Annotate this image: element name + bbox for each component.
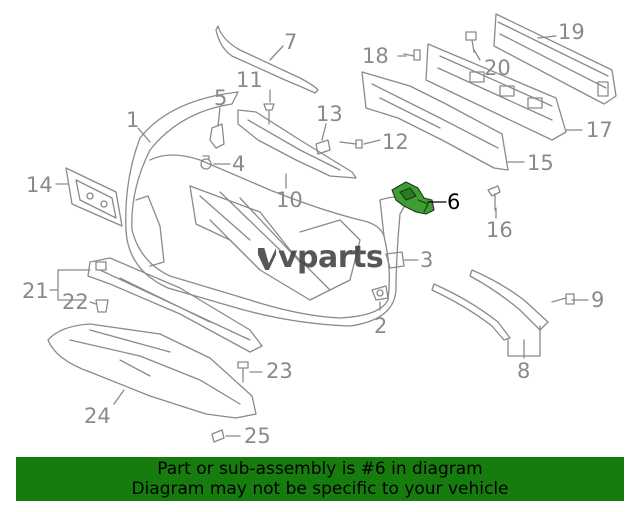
part-20-bolt — [465, 31, 477, 53]
part-23-bolt — [237, 361, 249, 383]
callout-11: 11 — [236, 68, 263, 92]
vparts-logo: vparts — [258, 240, 384, 275]
part-10-bracket — [237, 109, 357, 179]
part-11-pin — [263, 103, 275, 125]
part-1-bumper-cover — [125, 91, 409, 327]
part-2-clip — [371, 285, 389, 301]
callout-19: 19 — [558, 20, 585, 44]
callout-24: 24 — [84, 404, 111, 428]
callout-2: 2 — [374, 314, 388, 338]
part-24-undercover — [47, 323, 257, 419]
part-5-bracket — [209, 123, 225, 149]
callout-6[interactable]: 6 — [447, 190, 461, 214]
callout-3: 3 — [420, 248, 434, 272]
callout-5: 5 — [214, 86, 228, 110]
part-22-clip — [95, 299, 109, 313]
callout-15: 15 — [527, 151, 554, 175]
part-19-reinforcement — [493, 13, 617, 105]
callout-23: 23 — [266, 359, 293, 383]
part-7-molding — [215, 25, 319, 94]
callout-8: 8 — [517, 359, 531, 383]
callout-13: 13 — [316, 102, 343, 126]
notice-banner: Part or sub-assembly is #6 in diagram Di… — [16, 457, 624, 501]
part-8-moldings — [431, 269, 549, 341]
part-3-clip — [385, 251, 405, 269]
callout-17: 17 — [586, 118, 613, 142]
callout-4: 4 — [232, 152, 246, 176]
part-25-fastener — [211, 429, 225, 443]
part-16-pin — [487, 185, 501, 211]
callout-12: 12 — [382, 130, 409, 154]
part-13-clip — [315, 139, 331, 155]
callout-7: 7 — [284, 30, 298, 54]
part-18-screw — [403, 49, 421, 61]
part-14-license-bracket — [65, 167, 123, 227]
callout-18: 18 — [362, 44, 389, 68]
callout-21: 21 — [22, 279, 49, 303]
part-17-absorber — [425, 43, 567, 141]
part-9-bolt — [551, 293, 575, 305]
part-6-bracket[interactable] — [391, 181, 435, 215]
callout-20: 20 — [484, 56, 511, 80]
notice-line-2: Diagram may not be specific to your vehi… — [131, 479, 509, 499]
part-12-screw — [339, 139, 363, 149]
callout-16: 16 — [486, 218, 513, 242]
callout-9: 9 — [591, 288, 605, 312]
callout-22: 22 — [62, 290, 89, 314]
callout-25: 25 — [244, 424, 271, 448]
callout-14: 14 — [26, 173, 53, 197]
part-15-retainer — [361, 71, 509, 171]
part-4-clip — [200, 155, 212, 170]
logo-mark-icon — [258, 248, 276, 270]
part-21-spoiler — [87, 257, 263, 353]
notice-line-1: Part or sub-assembly is #6 in diagram — [157, 459, 483, 479]
callout-10: 10 — [276, 188, 303, 212]
callout-1: 1 — [126, 108, 140, 132]
leader-lines — [49, 35, 589, 437]
